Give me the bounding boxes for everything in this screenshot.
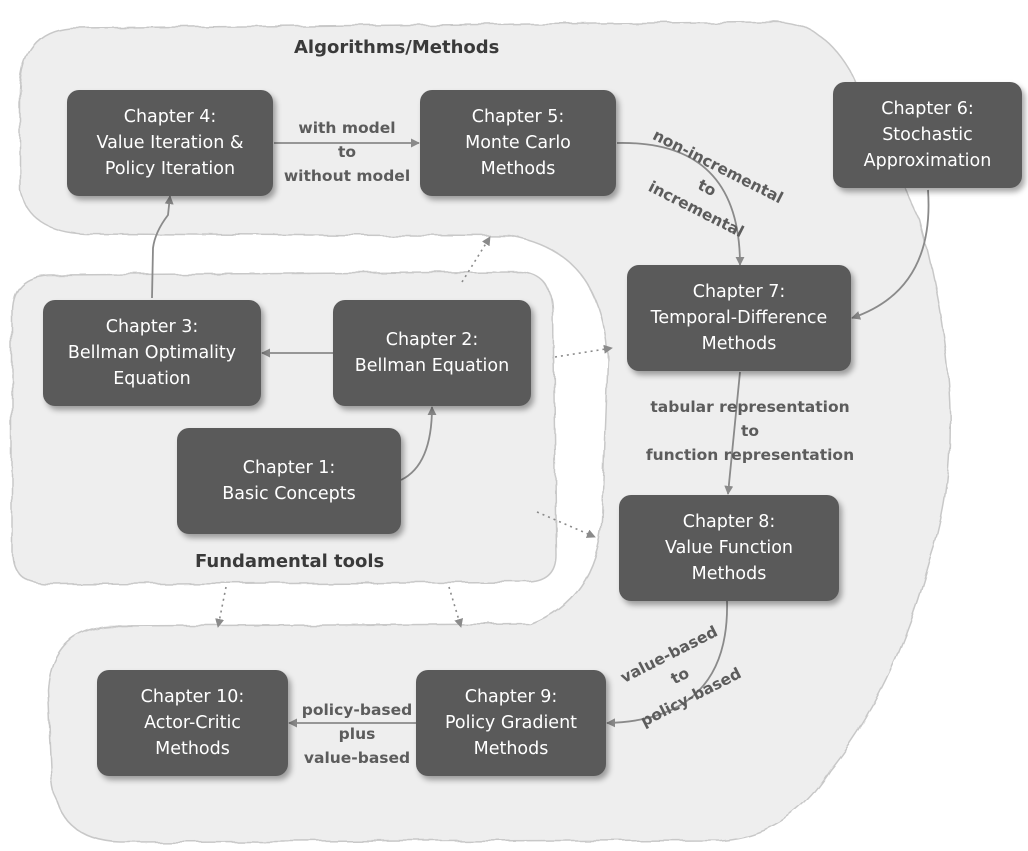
chapter-6-number: Chapter 6: bbox=[881, 99, 974, 119]
chapter-10-number: Chapter 10: bbox=[140, 687, 245, 707]
chapter-5-box: Chapter 5: Monte Carlo Methods bbox=[420, 90, 616, 196]
chapter-3-number: Chapter 3: bbox=[105, 317, 199, 337]
chapter-8-title-line1: Value Function bbox=[664, 538, 794, 558]
chapter-7-box: Chapter 7: Temporal-Difference Methods bbox=[627, 265, 851, 371]
chapter-9-box: Chapter 9: Policy Gradient Methods bbox=[416, 670, 606, 776]
chapter-4-title-line2: Policy Iteration bbox=[104, 159, 236, 179]
chapter-2-number: Chapter 2: bbox=[385, 330, 479, 350]
chapter-3-title-line1: Bellman Optimality bbox=[67, 343, 237, 363]
arrow-ch8-to-ch9 bbox=[606, 600, 728, 728]
chapter-7-title-line2: Methods bbox=[701, 334, 777, 354]
chapter-6-box: Chapter 6: Stochastic Approximation bbox=[833, 82, 1022, 188]
transition-ch9-ch10-line3: value-based bbox=[303, 749, 411, 767]
chapter-6-title-line1: Stochastic bbox=[882, 125, 973, 145]
transition-label-ch4-ch5: with model to without model bbox=[281, 116, 413, 188]
chapter-4-number: Chapter 4: bbox=[123, 107, 217, 127]
chapter-7-number: Chapter 7: bbox=[692, 282, 786, 302]
dotted-arrow-fundamentals-to-ch7 bbox=[554, 344, 613, 358]
chapter-5-number: Chapter 5: bbox=[471, 107, 565, 127]
chapter-10-box: Chapter 10: Actor-Critic Methods bbox=[97, 670, 288, 776]
chapter-2-title: Bellman Equation bbox=[354, 356, 510, 376]
chapter-9-title-line2: Methods bbox=[473, 739, 549, 759]
chapter-1-number: Chapter 1: bbox=[242, 458, 336, 478]
chapter-9-title-line1: Policy Gradient bbox=[444, 713, 578, 733]
transition-ch4-ch5-line1: with model bbox=[298, 119, 396, 137]
arrow-ch6-to-ch7 bbox=[851, 189, 930, 320]
transition-ch7-ch8-line3: function representation bbox=[645, 446, 855, 464]
chapter-4-title-line1: Value Iteration & bbox=[96, 133, 244, 153]
chapter-8-title-line2: Methods bbox=[691, 564, 767, 584]
chapter-3-box: Chapter 3: Bellman Optimality Equation bbox=[43, 300, 261, 406]
arrow-ch7-to-ch8 bbox=[724, 371, 741, 495]
transition-ch7-ch8-line2: to bbox=[740, 422, 760, 440]
transition-ch9-ch10-line1: policy-based bbox=[301, 701, 413, 719]
transition-ch4-ch5-line3: without model bbox=[283, 167, 411, 185]
transition-ch4-ch5-line2: to bbox=[337, 143, 357, 161]
arrow-ch1-to-ch2 bbox=[400, 406, 437, 481]
arrow-ch3-to-ch4 bbox=[151, 195, 174, 299]
dotted-arrow-fundamentals-to-ch8 bbox=[536, 511, 596, 538]
arrow-ch5-to-ch7 bbox=[616, 142, 745, 266]
transition-ch7-ch8-line1: tabular representation bbox=[650, 398, 850, 416]
dotted-arrow-fundamentals-to-lower-left bbox=[215, 586, 227, 628]
chapter-5-title-line1: Monte Carlo bbox=[465, 133, 571, 153]
algorithms-region-title: Algorithms/Methods bbox=[294, 37, 500, 58]
algorithms-region bbox=[19, 21, 951, 843]
chapter-9-number: Chapter 9: bbox=[464, 687, 558, 707]
chapter-5-title-line2: Methods bbox=[480, 159, 556, 179]
chapter-8-number: Chapter 8: bbox=[682, 512, 776, 532]
chapter-10-title-line2: Methods bbox=[155, 739, 230, 759]
chapter-1-title: Basic Concepts bbox=[222, 484, 356, 504]
chapter-10-title-line1: Actor-Critic bbox=[144, 713, 241, 733]
dotted-arrow-fundamentals-to-lower-middle bbox=[448, 586, 463, 628]
chapter-1-box: Chapter 1: Basic Concepts bbox=[177, 428, 401, 534]
chapter-2-box: Chapter 2: Bellman Equation bbox=[333, 300, 531, 406]
transition-label-ch9-ch10: policy-based plus value-based bbox=[298, 698, 416, 770]
transition-ch9-ch10-line2: plus bbox=[338, 725, 376, 743]
chapter-4-box: Chapter 4: Value Iteration & Policy Iter… bbox=[67, 90, 273, 196]
chapter-3-title-line2: Equation bbox=[113, 369, 191, 389]
transition-label-ch7-ch8: tabular representation to function repre… bbox=[640, 395, 860, 467]
chapter-8-box: Chapter 8: Value Function Methods bbox=[619, 495, 839, 601]
fundamental-region-title: Fundamental tools bbox=[195, 551, 385, 572]
chapter-7-title-line1: Temporal-Difference bbox=[650, 308, 828, 328]
chapter-6-title-line2: Approximation bbox=[863, 151, 992, 171]
